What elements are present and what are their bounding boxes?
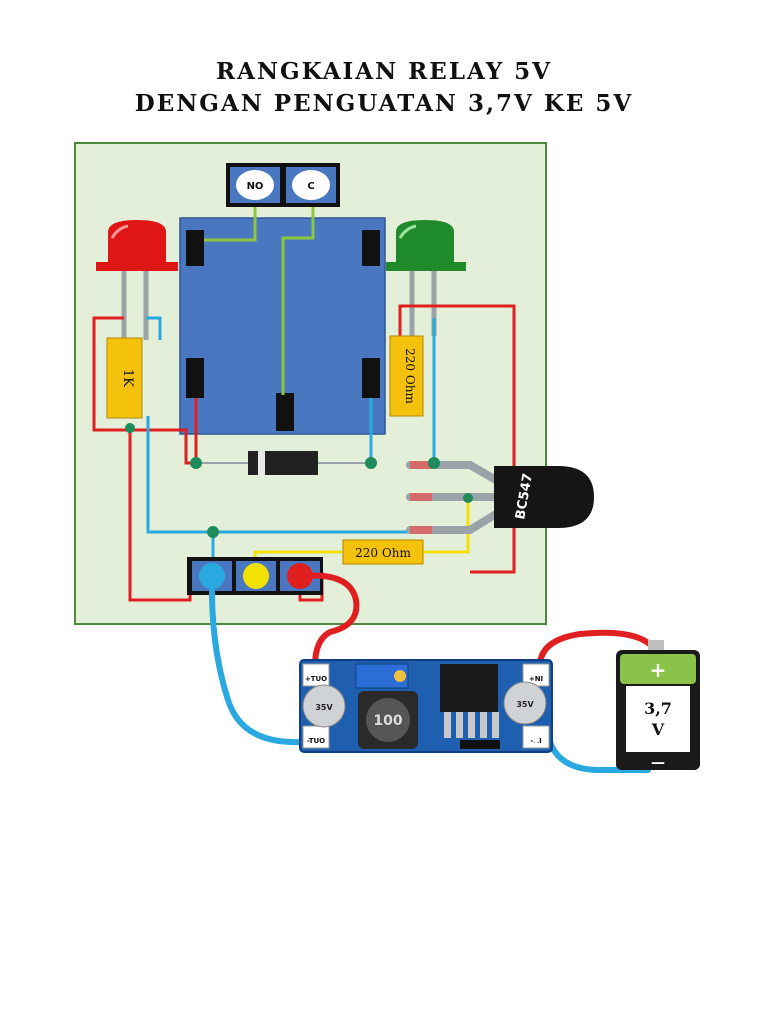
terminal-no bbox=[236, 170, 274, 200]
capacitor-right-label: 35V bbox=[516, 700, 534, 709]
wire-c-contact bbox=[281, 207, 315, 395]
potentiometer-screw bbox=[394, 670, 406, 682]
resistor-1k: 1K bbox=[106, 337, 143, 419]
relay-pin-coil-right bbox=[362, 358, 380, 398]
capacitor-left bbox=[302, 684, 346, 728]
terminal-c bbox=[292, 170, 330, 200]
wire-red-green-led-loop bbox=[412, 304, 516, 574]
label-out-plus: +TUO bbox=[305, 675, 327, 683]
battery: + 3,7 V — bbox=[616, 640, 700, 771]
wire-in-plus bbox=[537, 629, 658, 669]
connector-signal bbox=[243, 563, 269, 589]
wire-blue-red-led-ground bbox=[146, 316, 162, 340]
transistor-bc547: BC547 bbox=[494, 466, 594, 528]
relay-pin-top-left bbox=[186, 230, 204, 266]
junction-nodes bbox=[125, 423, 473, 538]
relay-pin-common bbox=[276, 393, 294, 431]
resistor-220-led: 220 Ohm bbox=[389, 335, 424, 417]
battery-voltage: 3,7 bbox=[644, 699, 672, 718]
power-connector bbox=[187, 557, 323, 595]
label-out-minus: -TUO bbox=[307, 737, 325, 745]
wire-red-vcc-rail bbox=[128, 428, 192, 602]
relay-pin-coil-left bbox=[186, 358, 204, 398]
regulator-chip bbox=[440, 664, 498, 712]
led-green bbox=[386, 220, 466, 271]
wire-no-contact bbox=[204, 207, 257, 242]
inductor-label: 100 bbox=[373, 713, 402, 729]
wire-out-minus bbox=[209, 587, 303, 746]
title-line-2: DENGAN PENGUATAN 3,7V KE 5V bbox=[134, 90, 634, 117]
resistor-1k-label: 1K bbox=[120, 369, 135, 387]
wire-out-plus bbox=[299, 572, 360, 669]
wire-blue-ground-rail bbox=[146, 416, 410, 534]
title-line-1: RANGKAIAN RELAY 5V bbox=[216, 58, 552, 85]
wire-yellow-base-right bbox=[423, 498, 470, 554]
wire-red-green-resistor bbox=[398, 304, 412, 338]
terminal-c-label: C bbox=[307, 181, 314, 192]
connector-ground bbox=[199, 563, 225, 589]
led-red bbox=[96, 220, 178, 271]
label-in-plus: +NI bbox=[529, 675, 543, 683]
wire-red-led-to-node bbox=[92, 316, 196, 465]
smd-diode bbox=[460, 740, 500, 749]
relay-pin-top-right bbox=[362, 230, 380, 266]
resistor-220-base-label: 220 Ohm bbox=[355, 546, 411, 560]
resistor-220-base: 220 Ohm bbox=[342, 539, 424, 565]
resistor-220-led-label: 220 Ohm bbox=[403, 348, 417, 404]
capacitor-left-label: 35V bbox=[315, 703, 333, 712]
diode bbox=[248, 451, 318, 475]
terminal-no-label: NO bbox=[247, 181, 264, 192]
battery-unit: V bbox=[651, 720, 665, 739]
capacitor-right bbox=[503, 681, 547, 725]
battery-plus: + bbox=[650, 658, 667, 682]
battery-minus: — bbox=[651, 755, 665, 771]
boost-converter-module: +TUO -TUO +NI -NI 35V 35V 100 bbox=[299, 659, 553, 753]
